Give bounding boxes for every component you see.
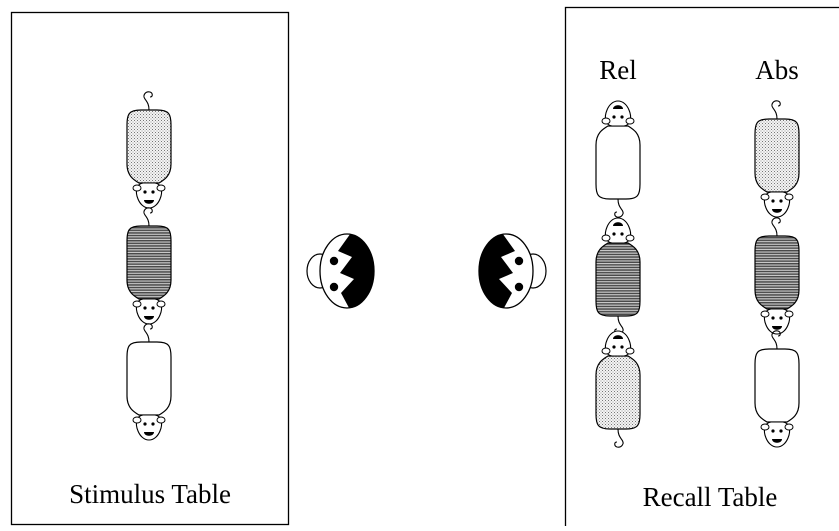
animal-body <box>596 243 640 316</box>
animal-eye <box>143 306 146 309</box>
abs-column-header: Abs <box>755 55 799 85</box>
stimulus-animals <box>127 92 171 440</box>
animal-eye <box>151 190 154 193</box>
animal-eye <box>779 199 782 202</box>
abs-animal <box>755 218 799 334</box>
animal-eye <box>143 190 146 193</box>
animal-tail <box>772 101 780 119</box>
animal-eye <box>143 422 146 425</box>
rel-animal <box>596 101 640 217</box>
animal-ear <box>157 185 165 191</box>
animal-tail <box>615 199 623 217</box>
animal-eye <box>620 345 623 348</box>
animal-body <box>127 110 171 183</box>
observer-eye <box>515 257 523 265</box>
animal-tail <box>144 92 152 110</box>
observer-eye <box>330 257 338 265</box>
animal-body <box>755 119 799 192</box>
animal-eye <box>620 232 623 235</box>
animal-ear <box>157 301 165 307</box>
animal-eye <box>779 429 782 432</box>
abs-animal <box>755 331 799 447</box>
animal-ear <box>761 311 769 317</box>
rel-animal <box>596 218 640 334</box>
animal-body <box>596 126 640 199</box>
animal-ear <box>785 194 793 200</box>
animal-tail <box>772 218 780 236</box>
observer-eye <box>330 283 338 291</box>
recall-table-label: Recall Table <box>643 482 778 512</box>
animal-ear <box>626 235 634 241</box>
abs-animal <box>755 101 799 217</box>
animal-tail <box>144 208 152 226</box>
animal-body <box>127 342 171 415</box>
animal-ear <box>626 118 634 124</box>
animal-ear <box>602 118 610 124</box>
animal-eye <box>612 115 615 118</box>
observer-eye <box>515 283 523 291</box>
animal-ear <box>157 417 165 423</box>
animal-eye <box>779 316 782 319</box>
animal-ear <box>602 348 610 354</box>
observer-left <box>307 234 374 308</box>
animal-ear <box>761 424 769 430</box>
observer-right <box>479 234 546 308</box>
animal-ear <box>785 311 793 317</box>
animal-eye <box>612 345 615 348</box>
animal-body <box>127 226 171 299</box>
animal-ear <box>133 417 141 423</box>
stimulus-animal <box>127 324 171 440</box>
animal-ear <box>785 424 793 430</box>
rel-animal <box>596 331 640 447</box>
animal-eye <box>771 199 774 202</box>
observer-hair <box>338 234 374 308</box>
recall-animals <box>596 101 799 447</box>
stimulus-animal <box>127 208 171 324</box>
rel-column-header: Rel <box>599 55 637 85</box>
animal-eye <box>151 306 154 309</box>
animal-eye <box>612 232 615 235</box>
animal-tail <box>144 324 152 342</box>
animal-eye <box>620 115 623 118</box>
animal-ear <box>133 185 141 191</box>
animal-eye <box>771 316 774 319</box>
animal-body <box>596 356 640 429</box>
animal-tail <box>615 429 623 447</box>
observer-hair <box>479 234 515 308</box>
animal-eye <box>771 429 774 432</box>
animal-ear <box>761 194 769 200</box>
observers <box>307 234 546 308</box>
animal-eye <box>151 422 154 425</box>
animal-ear <box>626 348 634 354</box>
stimulus-table-label: Stimulus Table <box>69 479 231 509</box>
recall-table-panel: Rel Abs Recall Table <box>566 8 839 527</box>
animal-body <box>755 349 799 422</box>
stimulus-animal <box>127 92 171 208</box>
animal-ear <box>602 235 610 241</box>
animal-body <box>755 236 799 309</box>
stimulus-table-panel: Stimulus Table <box>12 13 289 525</box>
animal-ear <box>133 301 141 307</box>
